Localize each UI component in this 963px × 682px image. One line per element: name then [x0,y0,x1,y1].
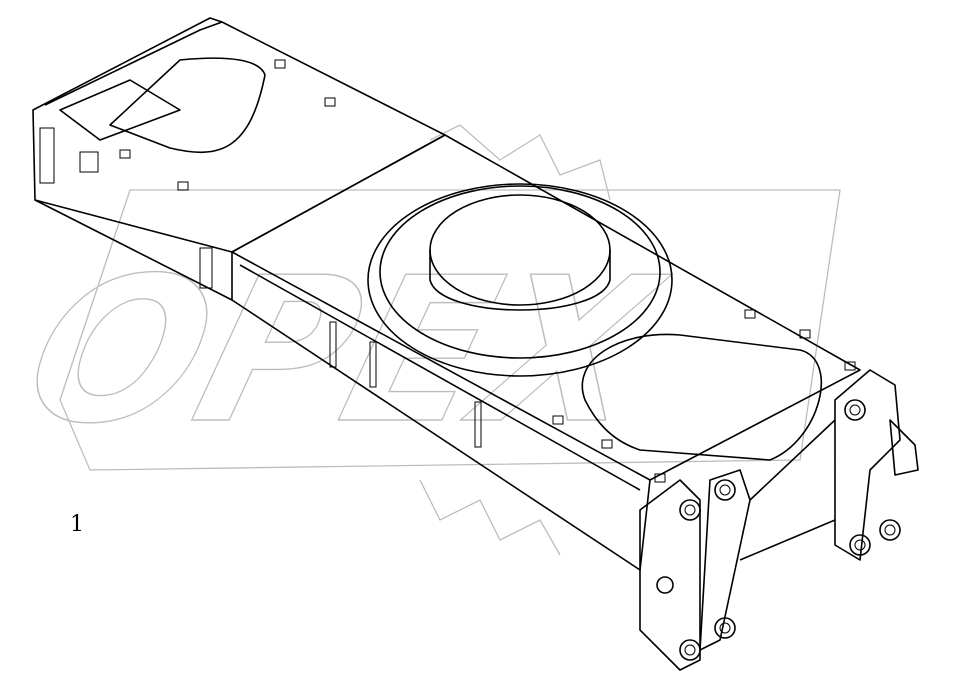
watermark-gear-icon [59,124,841,556]
watermark-text: OPEX [5,235,684,468]
frame-body [32,17,919,671]
callout-number-1: 1 [70,512,84,537]
